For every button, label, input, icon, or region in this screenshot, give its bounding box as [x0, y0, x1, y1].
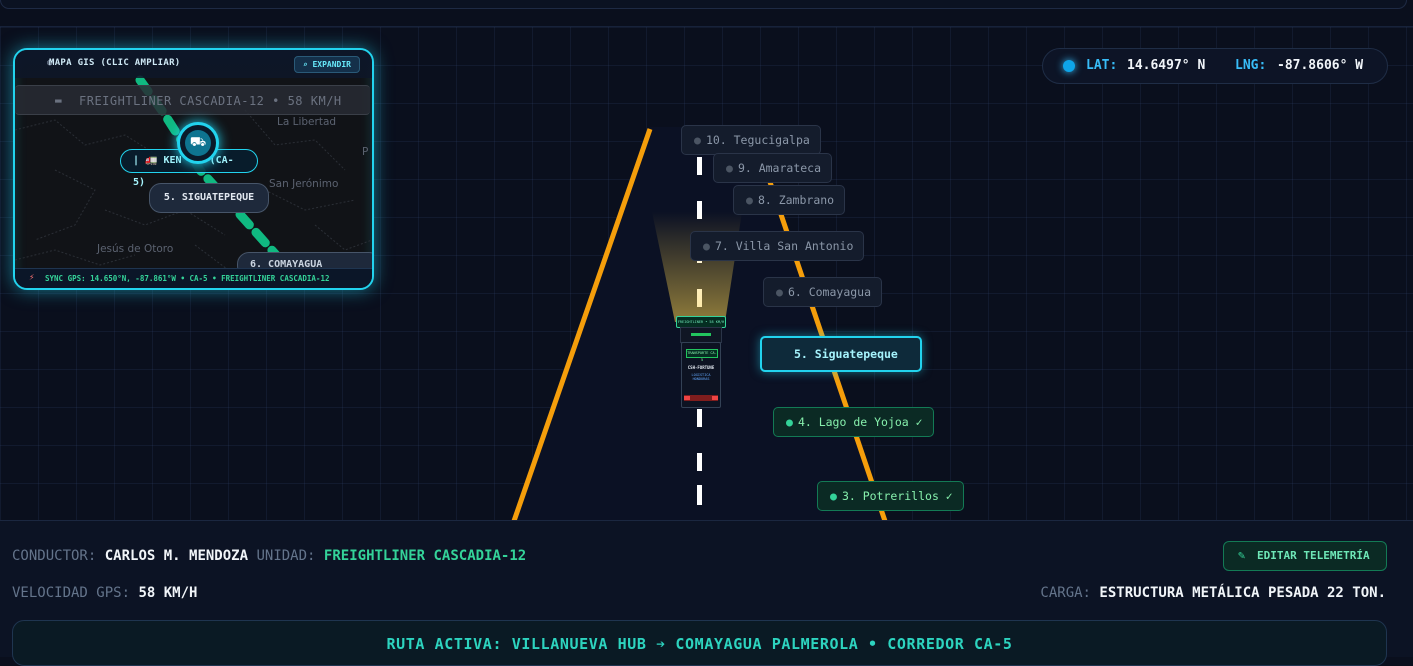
- map-place-san-jeronimo: San Jerónimo: [269, 178, 339, 190]
- road-edge-left: [511, 128, 653, 521]
- lat-label: LAT:: [1086, 58, 1118, 73]
- minimap-siguatepeque-chip: 5. SIGUATEPEQUE: [149, 183, 269, 213]
- waypoint-zambrano: ●8. Zambrano: [733, 185, 846, 215]
- edit-icon: ✎: [1238, 548, 1246, 562]
- truck-plate: TRANSPORTE CA-5: [686, 349, 718, 362]
- waypoint-dot-icon: ●: [786, 415, 793, 429]
- map-place-jesus-de-otoro: Jesús de Otoro: [97, 243, 174, 255]
- minimap-header: ◍ MAPA GIS (CLIC AMPLIAR) ⌕ EXPANDIR: [15, 50, 372, 78]
- waypoint-dot-icon: ●: [746, 193, 753, 207]
- gis-minimap[interactable]: ◍ MAPA GIS (CLIC AMPLIAR) ⌕ EXPANDIR ▬ F…: [13, 48, 374, 290]
- driver-info: CONDUCTOR: CARLOS M. MENDOZA UNIDAD: FRE…: [12, 548, 527, 564]
- waypoint-potrerillos: ●3. Potrerillos ✓: [817, 481, 964, 511]
- coordinates-readout: LAT: 14.6497° N LNG: -87.8606° W: [1042, 48, 1388, 84]
- edit-telemetry-button[interactable]: ✎ EDITAR TELEMETRÍA: [1223, 541, 1387, 571]
- waypoint-amarateca: ●9. Amarateca: [713, 153, 833, 183]
- waypoint-dot-icon: ●: [694, 133, 701, 147]
- minimap-footer: ⚡ SYNC GPS: 14.650°N, -87.861°W • CA-5 •…: [15, 268, 372, 288]
- map-place-p: P: [362, 146, 369, 158]
- cargo-info: CARGA: ESTRUCTURA METÁLICA PESADA 22 TON…: [1040, 585, 1386, 601]
- waypoint-comayagua: ●6. Comayagua: [763, 277, 883, 307]
- waypoint-dot-icon: ●: [726, 161, 733, 175]
- lng-value: -87.8606° W: [1277, 58, 1364, 73]
- truck-icon: ⛟: [185, 130, 211, 156]
- cargo-value: ESTRUCTURA METÁLICA PESADA 22 TON.: [1099, 585, 1386, 601]
- unit-name: FREIGHTLINER CASCADIA-12: [323, 548, 527, 564]
- search-icon: ⌕: [302, 60, 313, 69]
- waypoint-lago-de-yojoa: ●4. Lago de Yojoa ✓: [773, 407, 934, 437]
- waypoint-tegucigalpa: ●10. Tegucigalpa: [681, 125, 821, 155]
- minimap-title: MAPA GIS (CLIC AMPLIAR): [49, 58, 181, 68]
- speed-info: VELOCIDAD GPS: 58 KM/H: [12, 585, 198, 601]
- telemetry-panel: CONDUCTOR: CARLOS M. MENDOZA UNIDAD: FRE…: [0, 520, 1413, 666]
- waypoint-dot-icon: ●: [776, 285, 783, 299]
- tail-light-right: [712, 396, 718, 400]
- speed-value: 58 KM/H: [138, 585, 198, 601]
- minimap-unit-banner: ▬ FREIGHTLINER CASCADIA-12 • 58 KM/H: [15, 85, 370, 115]
- tail-light-left: [684, 396, 690, 400]
- active-route-banner: RUTA ACTIVA: VILLANUEVA HUB ➔ COMAYAGUA …: [12, 620, 1387, 666]
- driver-name: CARLOS M. MENDOZA: [104, 548, 249, 564]
- waypoint-siguatepeque-current: 5. Siguatepeque: [760, 336, 922, 372]
- active-route-text: RUTA ACTIVA: VILLANUEVA HUB ➔ COMAYAGUA …: [386, 635, 1013, 653]
- lng-label: LNG:: [1235, 58, 1267, 73]
- bolt-icon: ⚡: [29, 273, 35, 283]
- truck-logo: CSH-FORTUNE: [687, 365, 715, 370]
- globe-icon: ◍: [47, 58, 53, 68]
- truck-trailer: TRANSPORTE CA-5 CSH-FORTUNE LOGISTICA HO…: [681, 342, 721, 408]
- road-scene: ◍ MAPA GIS (CLIC AMPLIAR) ⌕ EXPANDIR ▬ F…: [0, 26, 1413, 521]
- waypoint-villa-san-antonio: ●7. Villa San Antonio: [690, 231, 865, 261]
- truck-icon: ▬: [55, 94, 62, 107]
- gps-status-dot: [1063, 60, 1075, 72]
- top-bar: [0, 0, 1407, 9]
- cab-lights: [691, 333, 711, 336]
- waypoint-dot-icon: ●: [830, 489, 837, 503]
- expand-button[interactable]: ⌕ EXPANDIR: [293, 56, 360, 73]
- truck-subtitle: LOGISTICA HONDURAS: [691, 373, 711, 381]
- truck-tail-bar: [684, 395, 718, 401]
- map-place-la-libertad: La Libertad: [277, 116, 337, 128]
- waypoint-dot-icon: ●: [703, 239, 710, 253]
- truck-location-marker[interactable]: ⛟: [177, 122, 219, 164]
- truck-graphic: FREIGHTLINER • 58 KM/H TRANSPORTE CA-5 C…: [676, 316, 726, 412]
- lat-value: 14.6497° N: [1127, 58, 1206, 73]
- truck-cab: [680, 327, 722, 343]
